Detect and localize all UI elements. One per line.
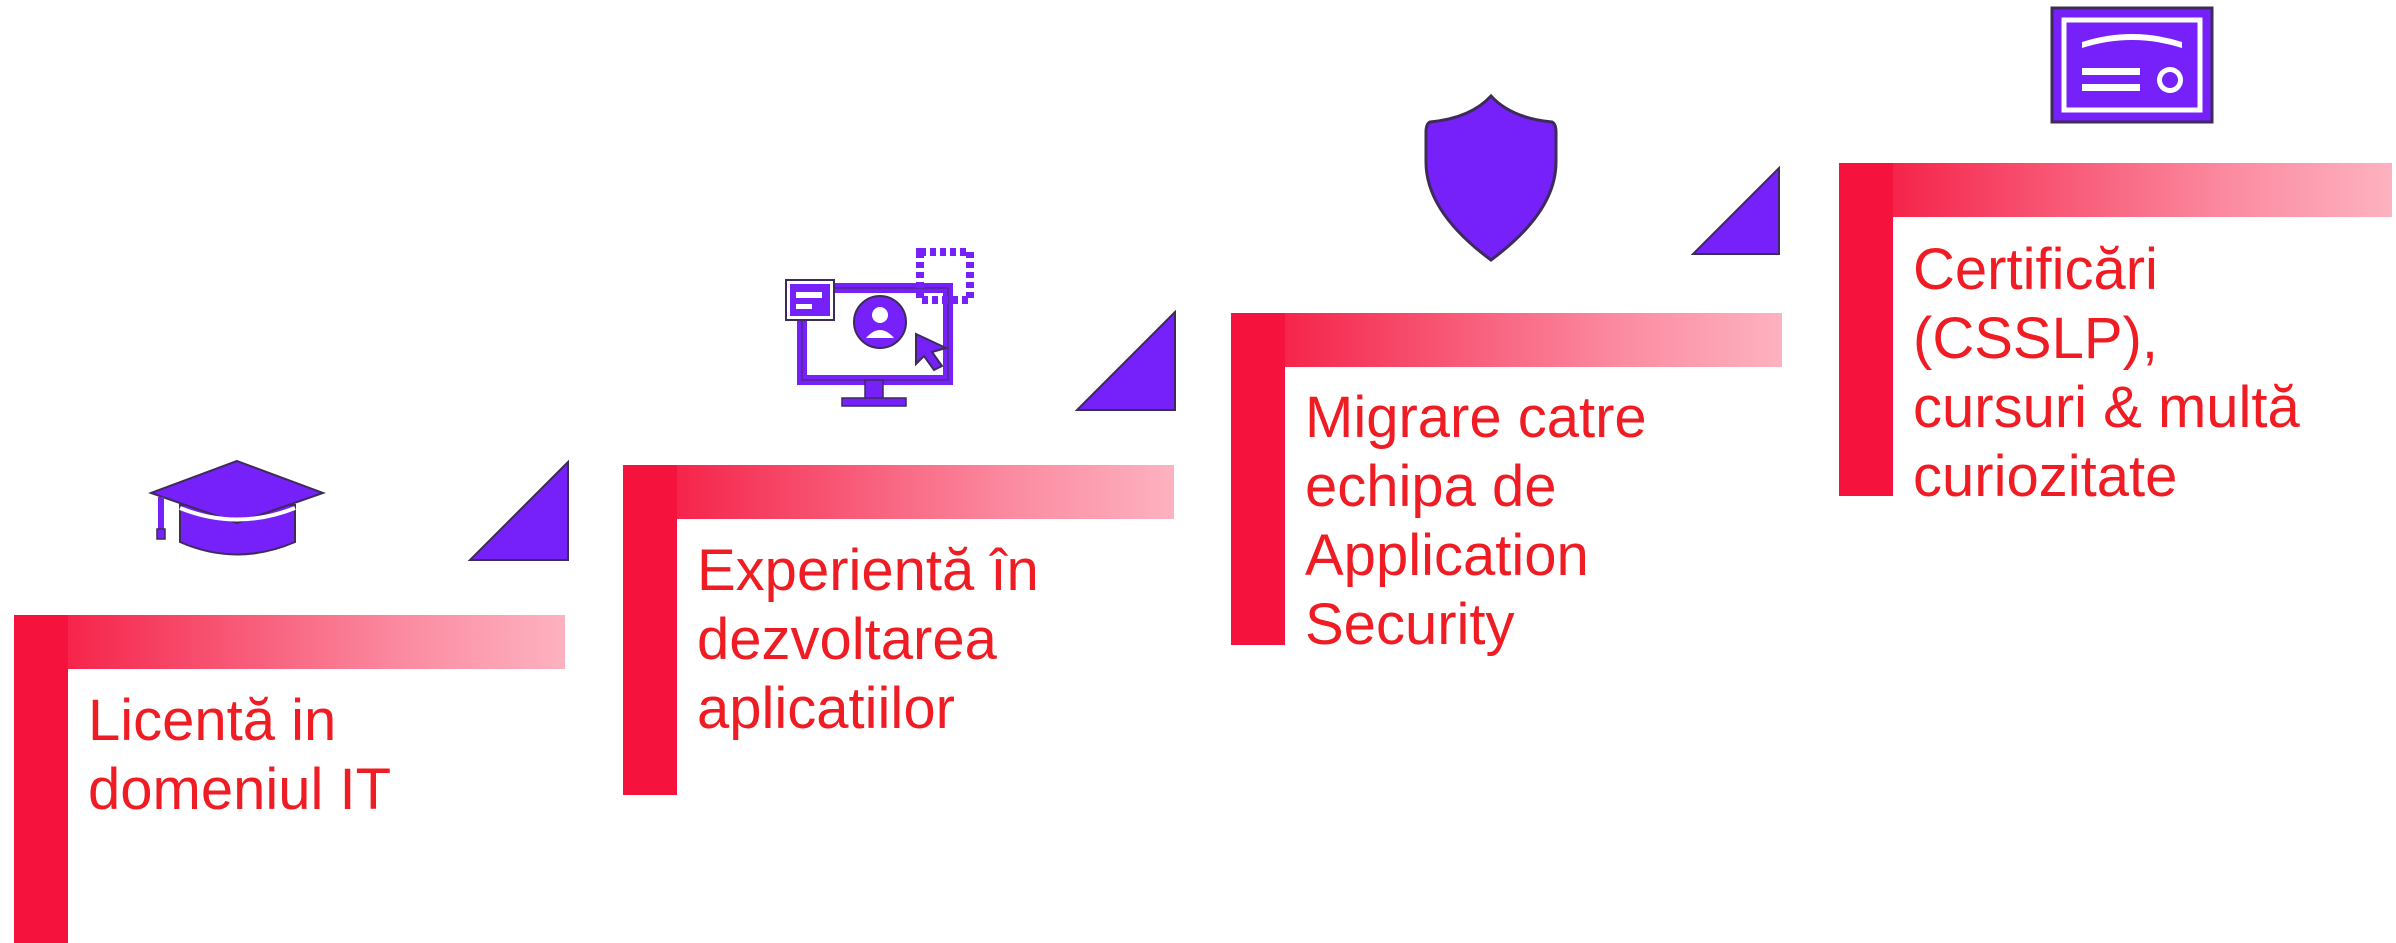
step-3-side-bar	[1231, 313, 1285, 645]
step-2-top-bar	[623, 465, 1174, 519]
step-1-text: Licentă in domeniul IT	[88, 688, 392, 822]
step-3-top-bar	[1231, 313, 1782, 367]
shield-icon	[1424, 93, 1558, 262]
step-4-text: Certificări (CSSLP), cursuri & multă cur…	[1913, 237, 2300, 509]
step-4-top-bar	[1839, 163, 2392, 217]
step-2-text: Experientă în dezvoltarea aplicatiilor	[697, 538, 1039, 741]
step-4-side-bar	[1839, 163, 1893, 496]
step-1-top-bar	[14, 615, 565, 669]
step-3-triangle	[1691, 166, 1780, 255]
graduation-cap-icon	[148, 459, 326, 556]
step-1-side-bar	[14, 615, 68, 943]
computer-user-interface-icon	[785, 248, 974, 407]
step-1-triangle	[468, 460, 569, 561]
step-2-triangle	[1075, 310, 1176, 411]
step-3-text: Migrare catre echipa de Application Secu…	[1305, 385, 1647, 657]
certificate-icon	[2050, 6, 2214, 124]
step-2-side-bar	[623, 465, 677, 795]
